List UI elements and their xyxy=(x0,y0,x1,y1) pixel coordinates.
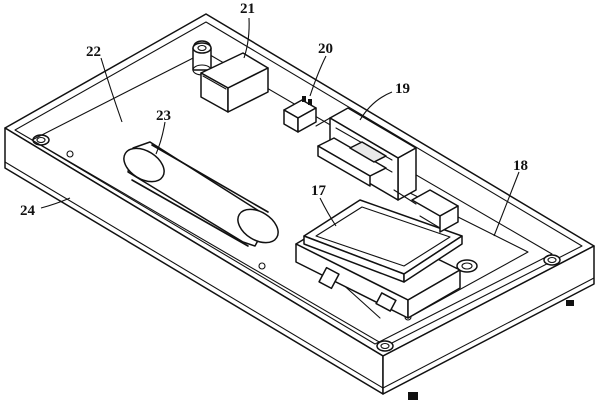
component-23-cylinder xyxy=(123,141,279,247)
leader-lines xyxy=(40,17,520,237)
label-17: 17 xyxy=(311,183,327,199)
label-21: 21 xyxy=(240,1,255,17)
component-21-box xyxy=(200,52,269,113)
label-18: 18 xyxy=(513,158,528,174)
label-22: 22 xyxy=(86,44,101,60)
label-20: 20 xyxy=(318,41,333,57)
component-17-module xyxy=(295,189,478,319)
component-19-bracket xyxy=(315,107,417,201)
label-23: 23 xyxy=(156,108,171,124)
component-20-connector xyxy=(283,96,317,133)
mounting-post xyxy=(192,42,212,76)
label-19: 19 xyxy=(395,81,410,97)
label-24: 24 xyxy=(20,203,36,219)
